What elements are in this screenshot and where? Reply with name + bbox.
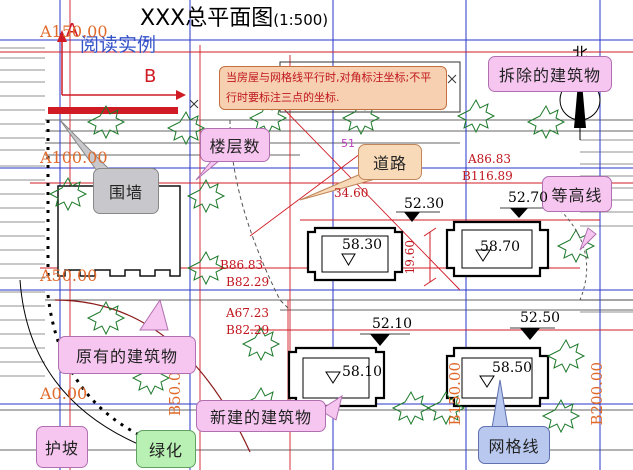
axis-indicator [57,30,186,100]
elev-floor-4: 58.50 [492,360,533,376]
coord-pair-a1: A86.83 [468,152,512,166]
elev-ground-1: 52.30 [404,196,445,212]
dimension-marks [423,227,437,287]
callout-green: 绿化 [136,430,196,468]
dimension-19: 19.60 [403,240,417,275]
coord-pair-a2: B86.83 [220,258,264,272]
coord-pair-b1: B116.89 [462,169,513,183]
callout-demolish: 拆除的建筑物 [488,56,612,92]
elev-floor-3: 58.10 [342,364,383,380]
callout-new-building: 新建的建筑物 [196,400,326,432]
coord-a0: A0.00 [40,384,88,403]
callout-floors: 楼层数 [200,128,270,162]
coord-b150: B150.00 [446,362,464,426]
callout-contour: 等高线 [542,176,612,212]
road-number: 51 [341,137,355,150]
new-buildings [287,220,550,408]
callout-slope: 护坡 [36,426,88,468]
callout-road: 道路 [358,144,422,180]
elev-ground-3: 52.10 [372,316,413,332]
axis-a-label: A [66,20,79,41]
callout-grid: 网格线 [478,426,550,464]
elev-floor-1: 58.30 [342,237,383,253]
building-inner-lines [302,229,533,399]
site-wall [46,120,151,442]
coordinate-note: 当房屋与网格线平行时,对角标注坐标;不平行时要标注三点的坐标. [219,66,447,110]
coord-a150: A150.00 [40,22,108,41]
elev-ground-2: 52.70 [508,190,549,206]
red-boundary-bar [48,107,178,114]
contour-line [559,209,588,301]
elev-ground-4: 52.50 [520,310,561,326]
elevation-marks [360,207,555,335]
coord-pair-b3: B82.29 [226,323,270,337]
page-title: XXX总平面图(1:500) [140,6,329,31]
coord-pair-b2: B82.29 [226,275,270,289]
coord-a100: A100.00 [40,148,108,167]
callout-wall: 围墙 [93,168,159,214]
coord-b200: B200.00 [588,362,606,426]
legend-example-label: 阅读实例 [80,34,157,56]
coord-pair-a3: A67.23 [226,306,270,320]
survey-hatching [0,47,633,377]
elev-floor-2: 58.70 [480,239,521,255]
dimension-34: 34.60 [334,186,369,200]
callout-existing: 原有的建筑物 [58,336,196,374]
elevation-triangles [370,208,540,346]
coord-a50: A50.00 [40,266,98,285]
axis-b-label: B [144,66,157,87]
